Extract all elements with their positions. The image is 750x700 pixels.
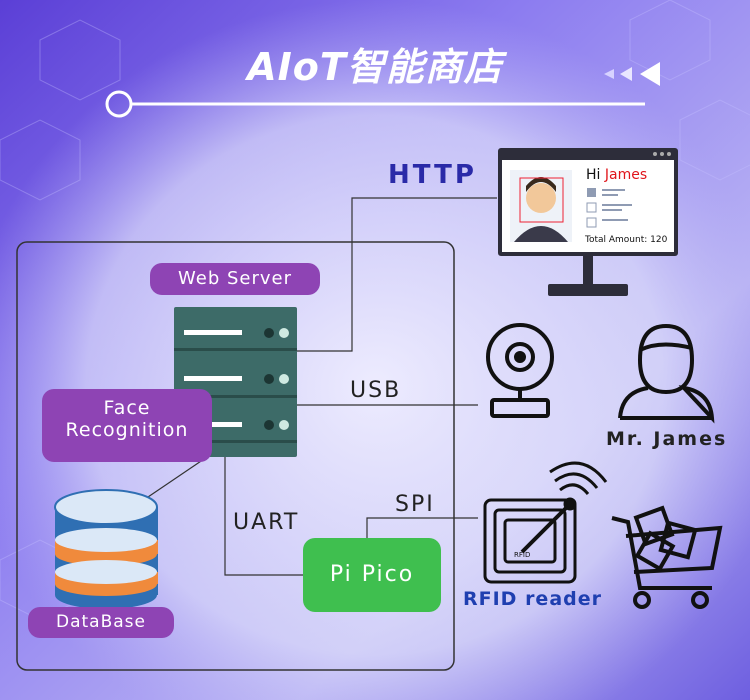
spi-label: SPI <box>395 492 435 517</box>
spi-connector <box>366 517 478 538</box>
face-recognition-line2: Recognition <box>65 419 189 441</box>
database-label: DataBase <box>28 607 174 638</box>
usb-label: USB <box>350 378 402 403</box>
customer-label: Mr. James <box>606 428 728 450</box>
page-title: AIoT智能商店 <box>247 45 503 89</box>
http-label: HTTP <box>388 160 477 190</box>
face-recognition-label: Face Recognition <box>42 389 212 462</box>
pi-pico-node: Pi Pico <box>303 538 441 612</box>
webcam-icon <box>486 323 554 418</box>
greeting-text: Hi <box>586 167 601 183</box>
rfid-reader-label: RFID reader <box>463 588 602 610</box>
web-server-label: Web Server <box>150 263 320 295</box>
rfid-tag-text: RFID <box>514 551 531 559</box>
database-icon <box>54 489 158 609</box>
rfid-icon <box>483 461 608 584</box>
total-amount: Total Amount: 120 <box>585 235 668 245</box>
monitor-greeting: Hi James <box>586 167 647 183</box>
db-connector <box>147 454 211 498</box>
customer-name: James <box>604 167 648 183</box>
uart-label: UART <box>233 510 300 535</box>
face-recognition-line1: Face <box>103 397 151 419</box>
system-boundary <box>16 241 455 671</box>
shopping-cart-icon <box>611 505 723 609</box>
person-icon <box>618 323 715 424</box>
monitor-icon <box>498 148 678 296</box>
uart-connector <box>224 455 303 576</box>
http-connector <box>297 197 497 352</box>
